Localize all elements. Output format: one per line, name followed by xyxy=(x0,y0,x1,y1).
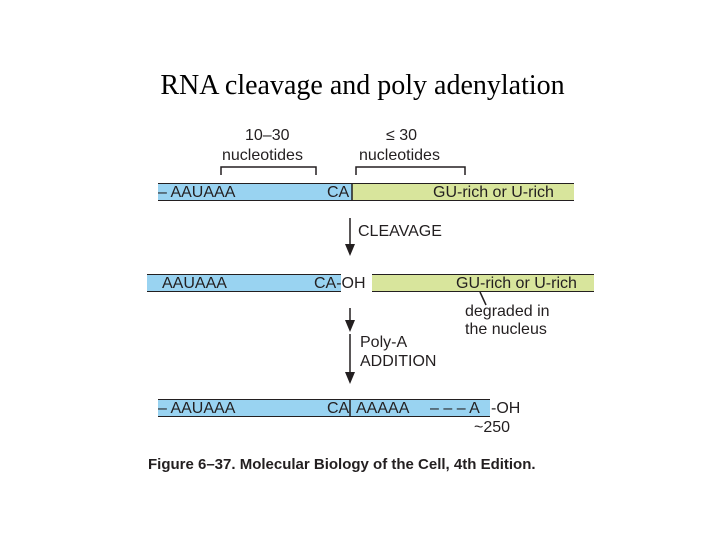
degraded-label-line2: the nucleus xyxy=(465,321,547,338)
row3-ca-label: CA xyxy=(327,400,350,417)
tail-length-label: ~250 xyxy=(474,419,511,436)
left-bracket xyxy=(220,166,317,175)
row2-aauaaa-label: AAUAAA xyxy=(162,275,227,292)
polya-label-line1: Poly-A xyxy=(360,334,408,351)
row1-ca-label: CA xyxy=(327,184,350,201)
row2-green-segment xyxy=(372,274,594,292)
polya-label-line2: ADDITION xyxy=(360,353,437,370)
row3-polya-tail-label: AAAAA xyxy=(356,400,410,417)
right-range-unit-label: nucleotides xyxy=(359,147,440,164)
polya-arrow-head-2 xyxy=(345,372,355,384)
row1-green-segment xyxy=(352,183,574,201)
left-range-label: 10–30 xyxy=(245,127,290,144)
row1-gu-rich-label: GU-rich or U-rich xyxy=(433,184,554,201)
row1-blue-segment xyxy=(158,183,352,201)
right-range-label: ≤ 30 xyxy=(386,127,418,144)
slide-title: RNA cleavage and poly adenylation xyxy=(160,70,565,101)
left-range-unit-label: nucleotides xyxy=(222,147,303,164)
degraded-pointer xyxy=(479,291,487,306)
row3-oh-label: -OH xyxy=(491,400,521,417)
row3-tail-dashes-label: – – – A xyxy=(430,400,480,417)
row2-ca-oh-label: CA-OH xyxy=(314,275,366,292)
row1-aauaaa-label: – AAUAAA xyxy=(158,184,236,201)
row3-aauaaa-label: – AAUAAA xyxy=(158,400,236,417)
row2-gu-rich-label: GU-rich or U-rich xyxy=(456,275,577,292)
cleavage-arrow-head xyxy=(345,244,355,256)
polya-arrow-head-1 xyxy=(345,320,355,332)
figure-caption: Figure 6–37. Molecular Biology of the Ce… xyxy=(148,456,536,473)
degraded-label-line1: degraded in xyxy=(465,303,550,320)
right-bracket xyxy=(355,166,466,175)
cleavage-label: CLEAVAGE xyxy=(358,223,442,240)
row2-blue-segment xyxy=(147,274,341,292)
row3-blue-segment xyxy=(158,399,490,417)
